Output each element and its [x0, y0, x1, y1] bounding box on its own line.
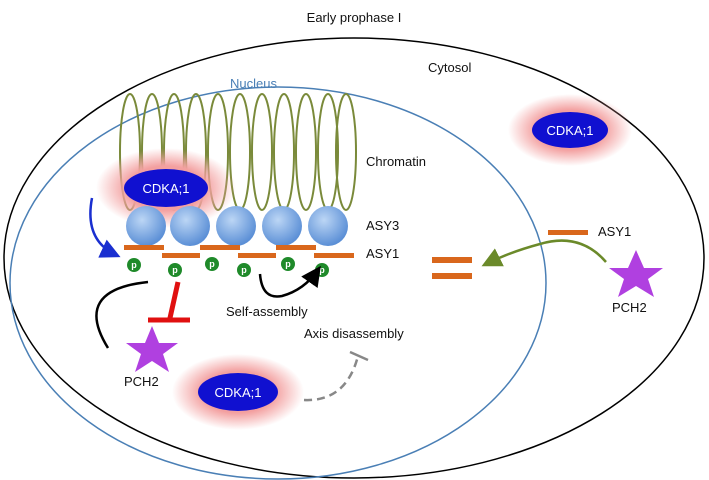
asy3-spheres — [126, 206, 348, 246]
cdka-nucleus-top: CDKA;1 — [96, 148, 236, 228]
asy1-nucleus-label: ASY1 — [366, 246, 399, 261]
phospho-mark: p — [168, 263, 182, 277]
svg-text:p: p — [241, 265, 247, 275]
phospho-mark: p — [127, 258, 141, 272]
asy1-cytosol-bar — [548, 230, 588, 235]
svg-text:p: p — [319, 265, 325, 275]
phospho-mark: p — [237, 263, 251, 277]
chromatin-label: Chromatin — [366, 154, 426, 169]
svg-text:p: p — [172, 265, 178, 275]
inhibition-symbol — [148, 281, 190, 323]
axis-disassembly-inhibition — [303, 350, 369, 402]
cell-membrane — [3, 37, 705, 479]
cdka-cytosol: CDKA;1 — [508, 94, 632, 166]
diagram-title: Early prophase I — [307, 10, 402, 25]
cdka-cytosol-label: CDKA;1 — [547, 123, 594, 138]
pch2-export-arrow — [481, 239, 607, 267]
cytosol-label: Cytosol — [428, 60, 471, 75]
svg-text:p: p — [285, 259, 291, 269]
axis-disassembly-label: Axis disassembly — [304, 326, 404, 341]
cdka-phosphorylation-arrow — [89, 197, 121, 258]
svg-text:p: p — [209, 259, 215, 269]
nucleus-membrane — [9, 86, 547, 480]
cdka-nucleus-top-label: CDKA;1 — [143, 181, 190, 196]
cdka-nucleus-bottom-label: CDKA;1 — [215, 385, 262, 400]
asy3-label: ASY3 — [366, 218, 399, 233]
cdka-nucleus-bottom: CDKA;1 — [172, 354, 304, 430]
phospho-mark: p — [205, 257, 219, 271]
self-assembly-arrow — [258, 265, 321, 298]
pch2-axis-curve — [95, 280, 149, 349]
pch2-nucleus-star — [126, 326, 178, 372]
asy1-cytosol-label: ASY1 — [598, 224, 631, 239]
phospho-marks: p p p p p p — [127, 257, 329, 277]
pch2-cytosol-label: PCH2 — [612, 300, 647, 315]
pch2-nucleus-label: PCH2 — [124, 374, 159, 389]
asy1-axis-bars — [124, 245, 354, 258]
nucleus-label: Nucleus — [230, 76, 277, 91]
svg-text:p: p — [131, 260, 137, 270]
self-assembly-label: Self-assembly — [226, 304, 308, 319]
asy1-released-pair — [432, 257, 472, 279]
pch2-cytosol-star — [609, 250, 663, 297]
phospho-mark: p — [281, 257, 295, 271]
